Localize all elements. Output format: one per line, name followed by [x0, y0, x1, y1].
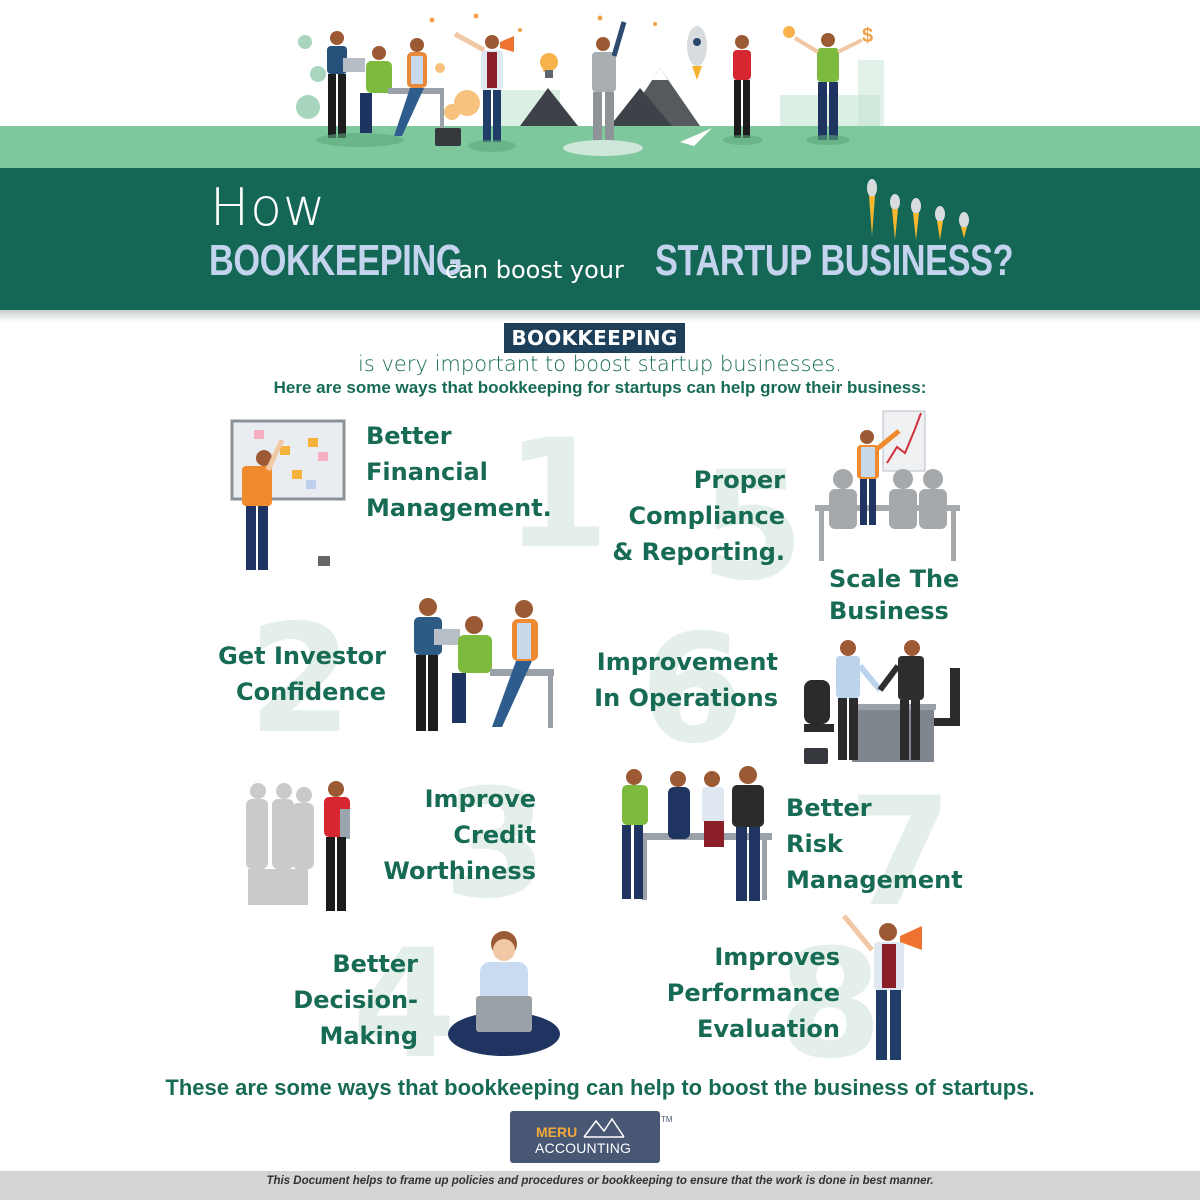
title-bookkeeping: BOOKKEEPING [209, 236, 463, 285]
team-discussion-icon [414, 598, 554, 731]
rockets-icon [867, 179, 969, 240]
banner-shadow [0, 310, 1200, 322]
scale-the-business-label: Scale The Business [829, 565, 960, 625]
man-at-whiteboard-icon [230, 419, 346, 570]
svg-text:$: $ [862, 25, 873, 47]
title-startup-business: STARTUP BUSINESS? [655, 236, 1014, 285]
conclusion-text: These are some ways that bookkeeping can… [165, 1075, 1035, 1100]
title-connector: can boost your [445, 256, 624, 284]
item-label: Better Decision- Making [293, 950, 418, 1050]
man-with-laptop-icon [448, 931, 560, 1056]
item-label: Better Financial Management. [366, 422, 552, 522]
handshake-deal-icon [804, 640, 960, 764]
meru-accounting-logo: MERU ACCOUNTING [510, 1111, 660, 1163]
presentation-chart-icon [815, 410, 960, 561]
trademark-symbol: TM [661, 1115, 673, 1124]
item-number: 4 [352, 918, 457, 1092]
startup-team-illustration: $ [296, 13, 884, 156]
item-number: 7 [848, 766, 953, 940]
bookkeeping-badge: BOOKKEEPING [504, 323, 685, 353]
item-number: 3 [443, 758, 548, 932]
item-number: 6 [640, 603, 745, 777]
logo-brand-bottom: ACCOUNTING [535, 1140, 632, 1156]
man-with-megaphone-icon [842, 914, 922, 1060]
team-meeting-icon [622, 766, 772, 901]
item-label: Better Risk Management [786, 794, 963, 894]
item-label: Proper Compliance & Reporting. [612, 466, 785, 566]
footer-disclaimer: This Document helps to frame up policies… [266, 1175, 934, 1187]
item-number: 8 [778, 918, 883, 1092]
item-number: 5 [700, 440, 805, 614]
title-banner [0, 168, 1200, 310]
intro-statement: is very important to boost startup busin… [358, 352, 842, 376]
item-label: Improvement In Operations [594, 648, 778, 712]
mountain-logo-icon [583, 1117, 625, 1138]
footer-bar [0, 1171, 1200, 1200]
item-label: Improves Performance Evaluation [666, 943, 840, 1043]
item-number: 1 [505, 408, 610, 582]
item-label: Improve Credit Worthiness [383, 785, 536, 885]
hero-illustration-area: $ [0, 0, 1200, 168]
thinking-woman-icon [246, 781, 350, 911]
item-number: 2 [248, 593, 353, 767]
item-label: Get Investor Confidence [218, 642, 386, 706]
intro-subheading: Here are some ways that bookkeeping for … [273, 378, 927, 397]
logo-brand-top: MERU [536, 1124, 578, 1140]
title-how: How [210, 178, 327, 238]
